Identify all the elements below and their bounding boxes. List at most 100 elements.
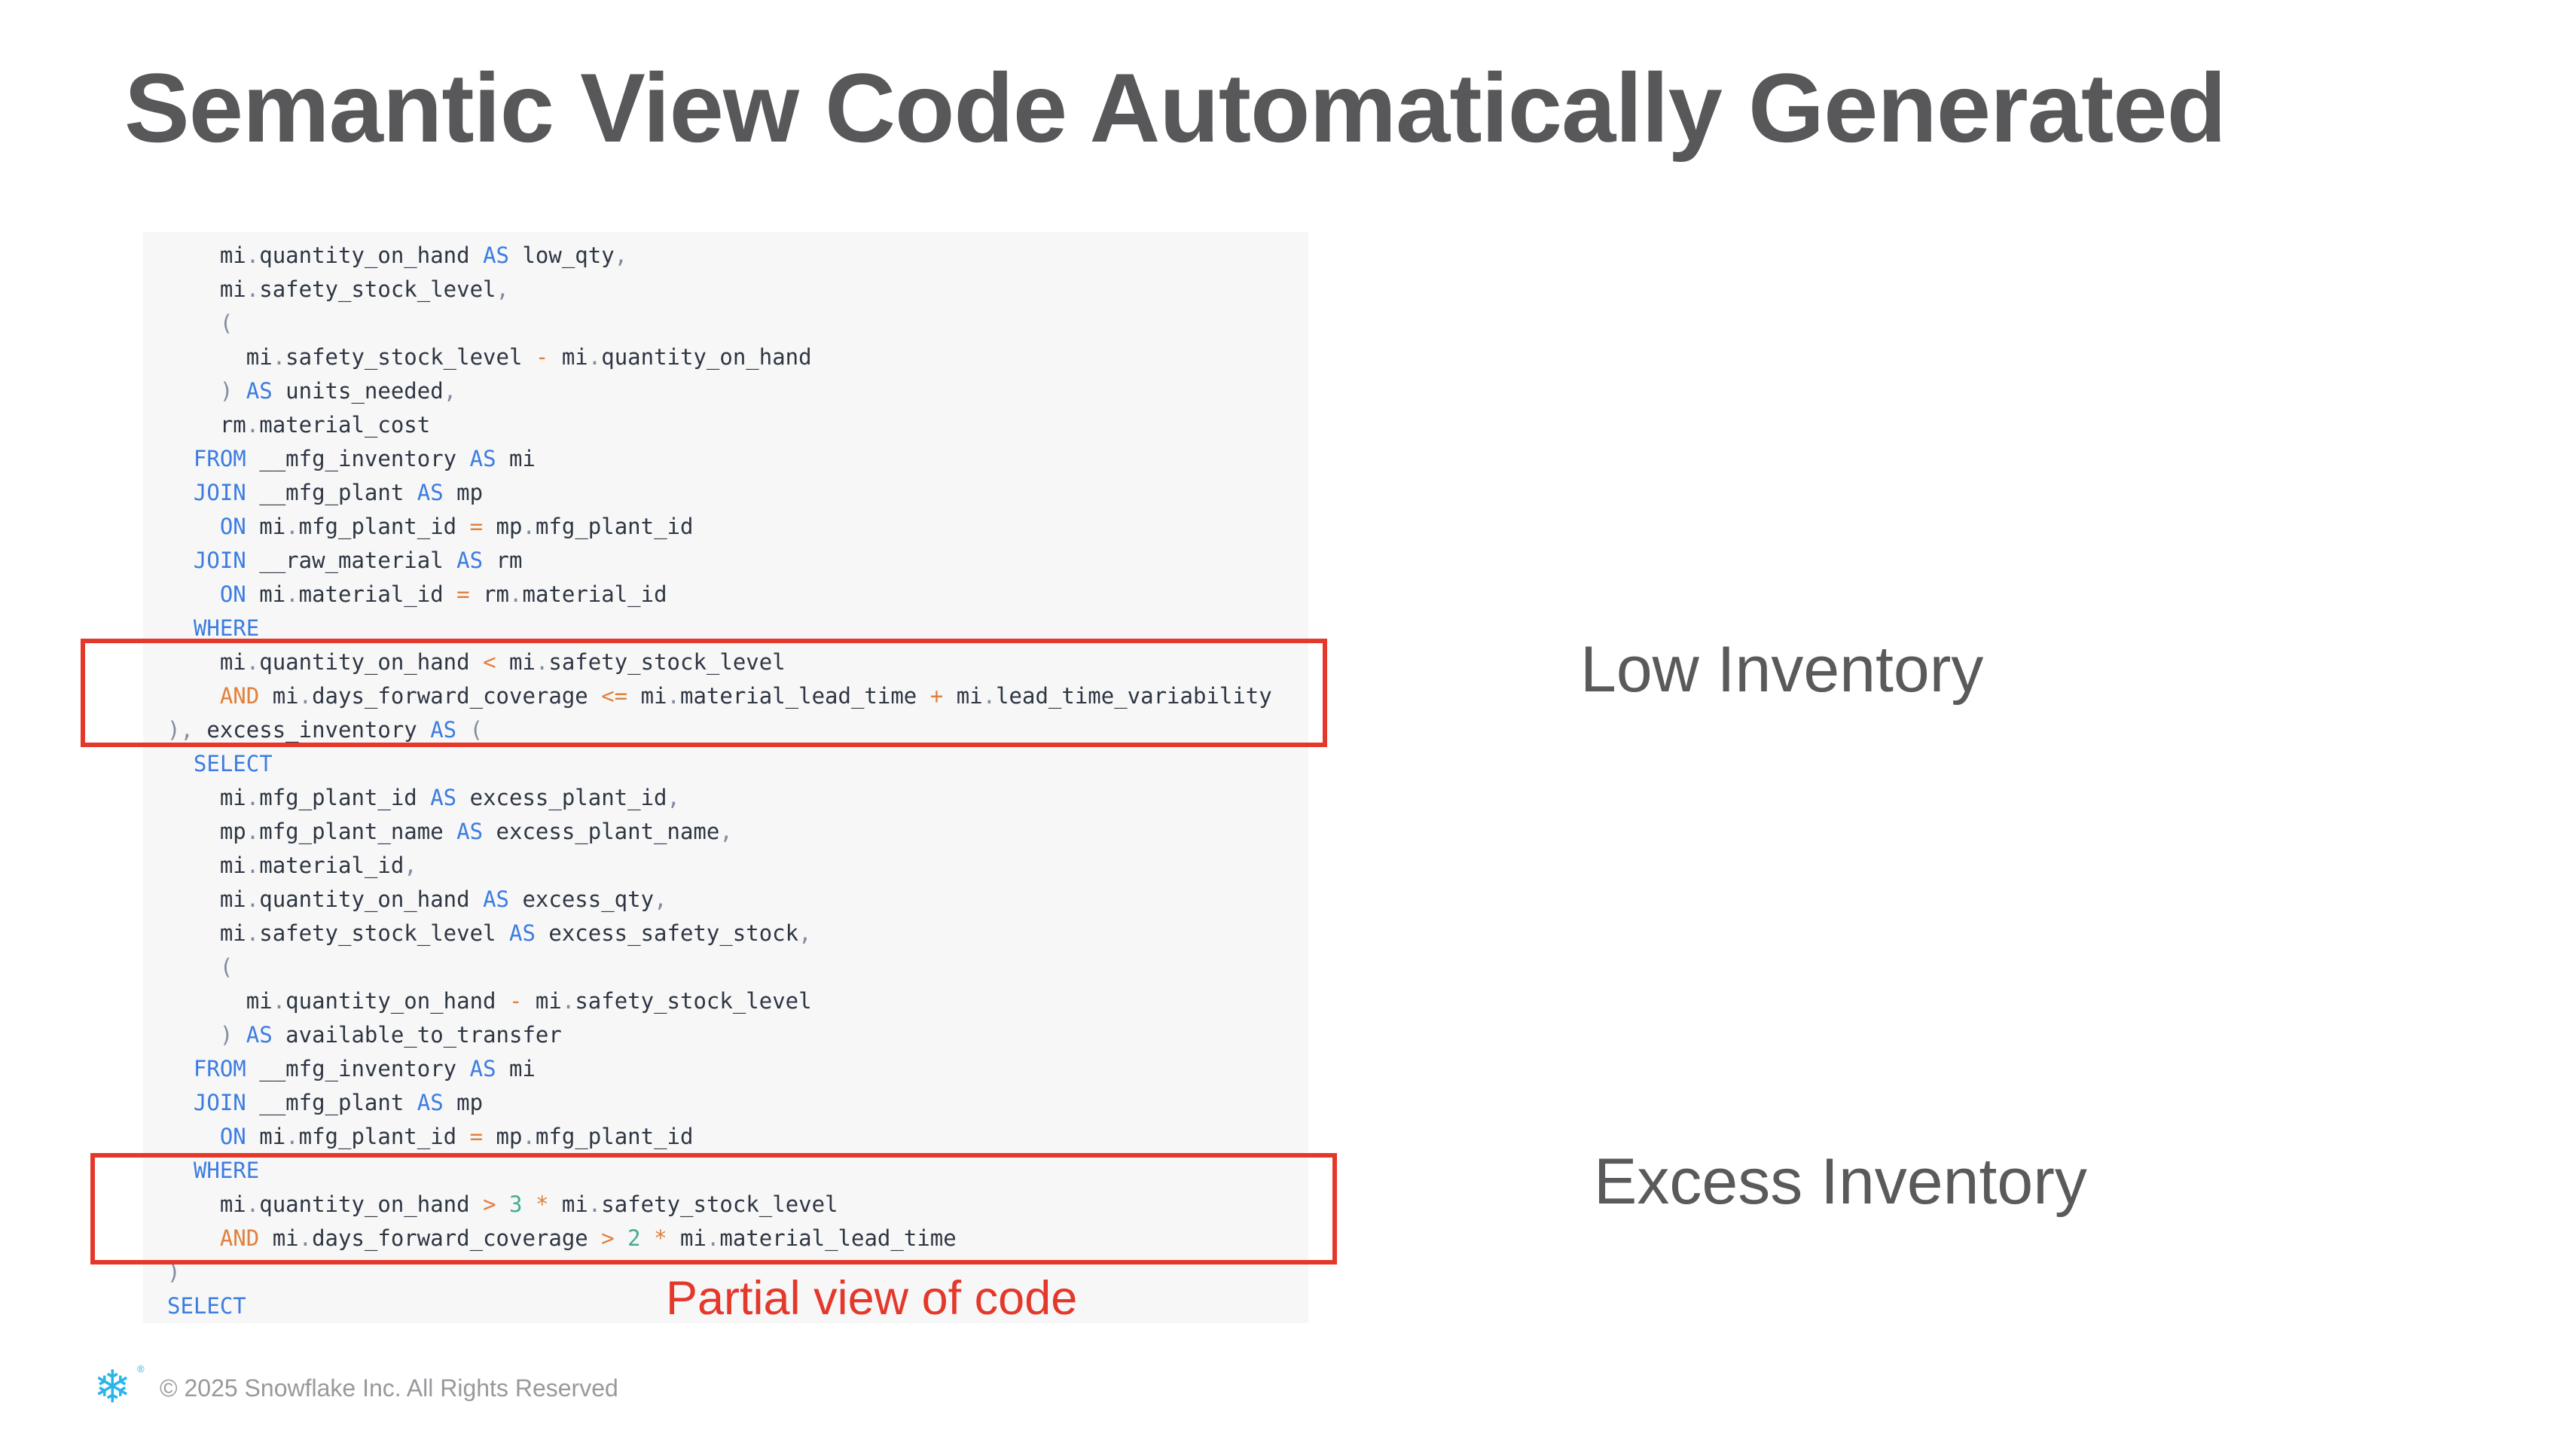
code-token-pun: . xyxy=(246,785,260,810)
code-token-ws xyxy=(246,1090,259,1115)
code-token-id: quantity_on_hand xyxy=(285,988,496,1014)
code-token-id: mp xyxy=(219,819,246,844)
code-token-id: __mfg_inventory xyxy=(259,1056,457,1081)
code-token-ws xyxy=(404,480,417,505)
code-token-pun: . xyxy=(298,1225,313,1251)
code-token-kw: ON xyxy=(219,514,246,539)
code-token-id: mfg_plant_name xyxy=(259,819,444,844)
code-token-id: excess_qty xyxy=(522,886,655,912)
code-line: AND mi.days_forward_coverage > 2 * mi.ma… xyxy=(167,1222,1308,1255)
code-token-id: rm xyxy=(496,548,523,573)
code-line: AND mi.days_forward_coverage <= mi.mater… xyxy=(167,679,1308,713)
code-token-id: mi xyxy=(219,785,246,810)
code-token-kw: SELECT xyxy=(193,751,273,776)
code-token-pun: ( xyxy=(219,954,233,980)
code-token-id: quantity_on_hand xyxy=(259,649,470,675)
code-token-kw: AS xyxy=(456,819,484,844)
code-token-ws xyxy=(496,920,509,946)
code-token-ws xyxy=(456,446,469,471)
code-token-ws xyxy=(233,378,246,404)
code-token-pun: . xyxy=(522,514,536,539)
code-token-ws xyxy=(522,988,535,1014)
code-token-ws xyxy=(496,1056,509,1081)
code-token-id: safety_stock_level xyxy=(259,276,496,302)
code-token-ws xyxy=(536,920,548,946)
code-token-pun: . xyxy=(535,649,549,675)
code-line: SELECT xyxy=(167,747,1308,781)
code-token-ws xyxy=(470,886,483,912)
code-line: rm.material_cost xyxy=(167,408,1308,442)
code-token-op: AND xyxy=(219,1225,260,1251)
code-token-pun: . xyxy=(285,1124,299,1149)
code-token-kw: ON xyxy=(219,1124,246,1149)
code-line: JOIN __mfg_plant AS mp xyxy=(167,476,1308,510)
code-token-id: lead_time_variability xyxy=(996,683,1272,709)
code-line: ) AS available_to_transfer xyxy=(167,1018,1308,1052)
code-token-pun: , xyxy=(667,785,680,810)
code-token-kw: FROM xyxy=(193,446,246,471)
code-token-ws xyxy=(470,243,483,268)
code-line: mi.quantity_on_hand > 3 * mi.safety_stoc… xyxy=(167,1188,1308,1222)
code-lines: mi.quantity_on_hand AS low_qty, mi.safet… xyxy=(143,232,1308,1323)
code-token-ws xyxy=(548,344,561,370)
code-token-ws xyxy=(444,819,456,844)
code-token-ws xyxy=(246,446,259,471)
code-token-pun: . xyxy=(285,581,299,607)
code-token-ws xyxy=(483,819,496,844)
code-token-id: excess_plant_id xyxy=(469,785,667,810)
code-token-ws xyxy=(167,785,220,810)
code-token-id: material_id xyxy=(259,853,404,878)
slide-footer: ❄ ® © 2025 Snowflake Inc. All Rights Res… xyxy=(93,1362,618,1422)
code-token-id: material_id xyxy=(522,581,667,607)
code-token-id: mi xyxy=(535,988,562,1014)
code-token-id: mi xyxy=(219,1191,246,1217)
code-token-ws xyxy=(444,1090,456,1115)
code-token-op: AND xyxy=(219,683,260,709)
code-token-ws xyxy=(444,548,456,573)
code-token-op: = xyxy=(469,1124,484,1149)
code-token-kw: AS xyxy=(430,717,457,743)
excess-inventory-highlight-box xyxy=(90,1153,1337,1265)
code-token-id: low_qty xyxy=(522,243,615,268)
code-token-op: - xyxy=(508,988,523,1014)
code-token-id: mi xyxy=(246,988,273,1014)
code-token-kw: AS xyxy=(246,378,273,404)
code-token-id: rm xyxy=(483,581,510,607)
code-token-id: quantity_on_hand xyxy=(259,243,470,268)
code-line: FROM __mfg_inventory AS mi xyxy=(167,442,1308,476)
code-token-ws xyxy=(404,1090,417,1115)
code-token-pun: . xyxy=(246,886,260,912)
code-token-id: rm xyxy=(219,412,246,438)
code-token-ws xyxy=(522,344,535,370)
code-token-ws xyxy=(246,1124,259,1149)
code-line: mi.mfg_plant_id AS excess_plant_id, xyxy=(167,781,1308,815)
code-token-ws xyxy=(167,344,246,370)
partial-view-note: Partial view of code xyxy=(666,1272,1078,1325)
code-token-id: mfg_plant_id xyxy=(535,514,694,539)
code-token-pun: ) xyxy=(167,1259,181,1285)
code-token-id: mi xyxy=(259,1124,286,1149)
code-token-id: __mfg_inventory xyxy=(259,446,457,471)
code-token-kw: AS xyxy=(417,1090,444,1115)
code-token-ws xyxy=(456,1124,469,1149)
code-token-pun: , xyxy=(654,886,667,912)
code-token-id: mi xyxy=(272,1225,299,1251)
code-token-kw: JOIN xyxy=(193,1090,246,1115)
code-token-id: quantity_on_hand xyxy=(259,886,470,912)
code-token-kw: JOIN xyxy=(193,480,246,505)
code-token-op: * xyxy=(654,1225,667,1251)
code-token-pun: . xyxy=(667,683,680,709)
code-token-ws xyxy=(246,514,259,539)
code-token-id: mi xyxy=(640,683,667,709)
code-token-ws xyxy=(273,1022,285,1048)
code-token-kw: AS xyxy=(456,548,484,573)
code-line: WHERE xyxy=(167,1154,1308,1188)
code-line: ( xyxy=(167,950,1308,984)
code-token-ws xyxy=(456,785,469,810)
code-token-id: mp xyxy=(456,480,484,505)
code-token-id: mfg_plant_id xyxy=(535,1124,694,1149)
code-token-kw: WHERE xyxy=(193,1158,260,1183)
code-token-pun: . xyxy=(285,514,299,539)
code-line: ), excess_inventory AS ( xyxy=(167,713,1308,747)
